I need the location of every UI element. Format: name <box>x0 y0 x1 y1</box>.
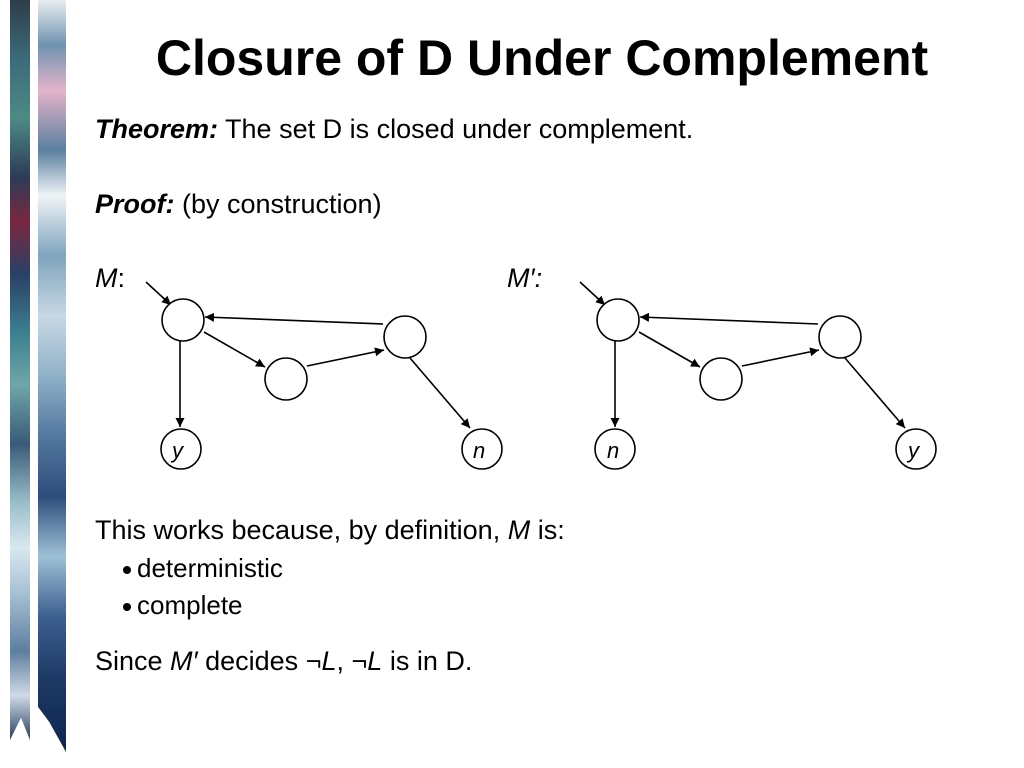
conclusion-line: Since M′ decides ¬L, ¬L is in D. <box>95 646 473 676</box>
state-right <box>818 315 862 359</box>
theorem-text: The set D is closed under complement. <box>218 114 694 144</box>
proof-label: Proof: <box>95 189 175 219</box>
proof-line: Proof: (by construction) <box>95 188 382 220</box>
state-middle <box>264 357 308 401</box>
bullet-dot <box>123 566 131 575</box>
mprime-final-left-label: n <box>607 438 620 463</box>
start-arrow <box>579 281 606 306</box>
state-middle <box>699 357 743 401</box>
edge-middle-to-right <box>741 347 820 367</box>
edge-right-to-final-right <box>409 357 471 429</box>
start-arrow <box>145 281 172 306</box>
m-final-left-label: y <box>172 438 183 463</box>
edge-right-to-start <box>204 312 384 325</box>
machine-mprime-label: M′: <box>507 263 543 293</box>
state-start <box>161 298 205 342</box>
slide-title: Closure of D Under Complement <box>155 30 929 86</box>
state-start <box>596 298 640 342</box>
edge-start-to-middle <box>638 331 701 368</box>
edge-middle-to-right <box>306 347 385 367</box>
machine-mprime-diagram <box>579 281 937 470</box>
theorem-label: Theorem: <box>95 114 219 144</box>
edge-start-to-middle <box>203 331 266 368</box>
bullet-complete: complete <box>123 589 243 621</box>
bullet-dot <box>123 603 131 612</box>
mprime-final-right-label: y <box>908 438 919 463</box>
machine-m-label: M: <box>95 263 126 293</box>
decorative-stripe-right <box>38 0 66 752</box>
bullet-deterministic: deterministic <box>123 552 283 584</box>
m-final-right-label: n <box>473 438 486 463</box>
edge-right-to-start <box>639 312 819 325</box>
state-final-left <box>594 428 636 470</box>
theorem-line: Theorem: The set D is closed under compl… <box>95 113 693 145</box>
state-final-right <box>461 428 503 470</box>
decorative-stripe-left <box>10 0 30 740</box>
state-final-right <box>895 428 937 470</box>
state-right <box>383 315 427 359</box>
machine-m-diagram <box>145 281 503 470</box>
proof-text: (by construction) <box>174 189 382 219</box>
state-final-left <box>160 428 202 470</box>
edge-right-to-final-right <box>844 357 906 429</box>
explanation-line: This works because, by definition, M is: <box>95 515 565 545</box>
